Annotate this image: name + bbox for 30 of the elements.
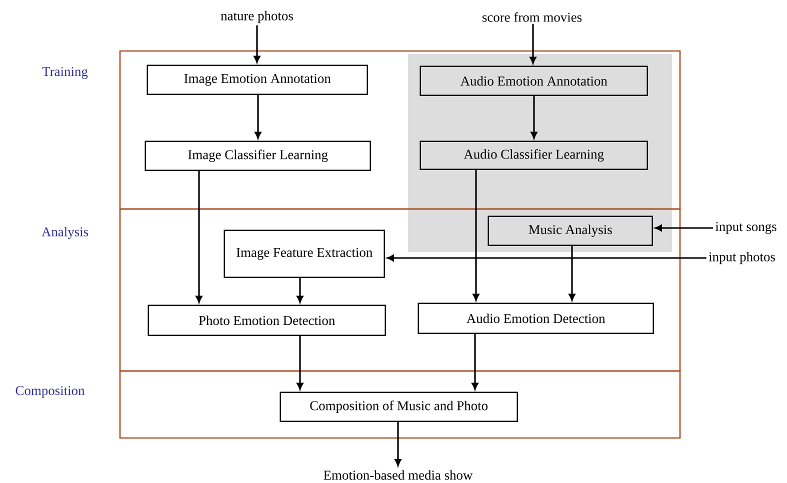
arrow bbox=[254, 94, 262, 139]
arrow bbox=[568, 246, 576, 301]
process-box: Image Feature Extraction bbox=[224, 230, 385, 278]
section-label: Analysis bbox=[42, 226, 88, 240]
arrow bbox=[394, 422, 402, 466]
arrow bbox=[296, 278, 304, 303]
arrow bbox=[530, 24, 536, 64]
process-box: Photo Emotion Detection bbox=[148, 304, 386, 336]
io-label: nature photos bbox=[220, 10, 293, 24]
arrow bbox=[254, 25, 260, 63]
io-label: Emotion-based media show bbox=[324, 470, 473, 480]
process-box: Image Classifier Learning bbox=[144, 140, 371, 171]
arrow bbox=[196, 170, 202, 303]
section-label: Training bbox=[42, 67, 88, 79]
process-box: Audio Classifier Learning bbox=[420, 140, 648, 170]
io-label: input photos bbox=[708, 252, 775, 264]
process-box: Audio Emotion Annotation bbox=[420, 66, 648, 96]
process-box: Image Emotion Annotation bbox=[146, 64, 368, 95]
process-box: Audio Emotion Detection bbox=[418, 302, 654, 334]
arrow bbox=[530, 96, 538, 139]
io-label: score from movies bbox=[482, 12, 582, 22]
arrow bbox=[296, 336, 304, 390]
io-label: input songs bbox=[715, 222, 776, 234]
section-label: Composition bbox=[16, 386, 85, 398]
arrow bbox=[472, 170, 480, 301]
process-box: Composition of Music and Photo bbox=[280, 392, 518, 422]
process-box: Music Analysis bbox=[488, 216, 653, 246]
arrow bbox=[386, 254, 706, 262]
arrow bbox=[472, 334, 478, 390]
arrow bbox=[654, 224, 713, 232]
